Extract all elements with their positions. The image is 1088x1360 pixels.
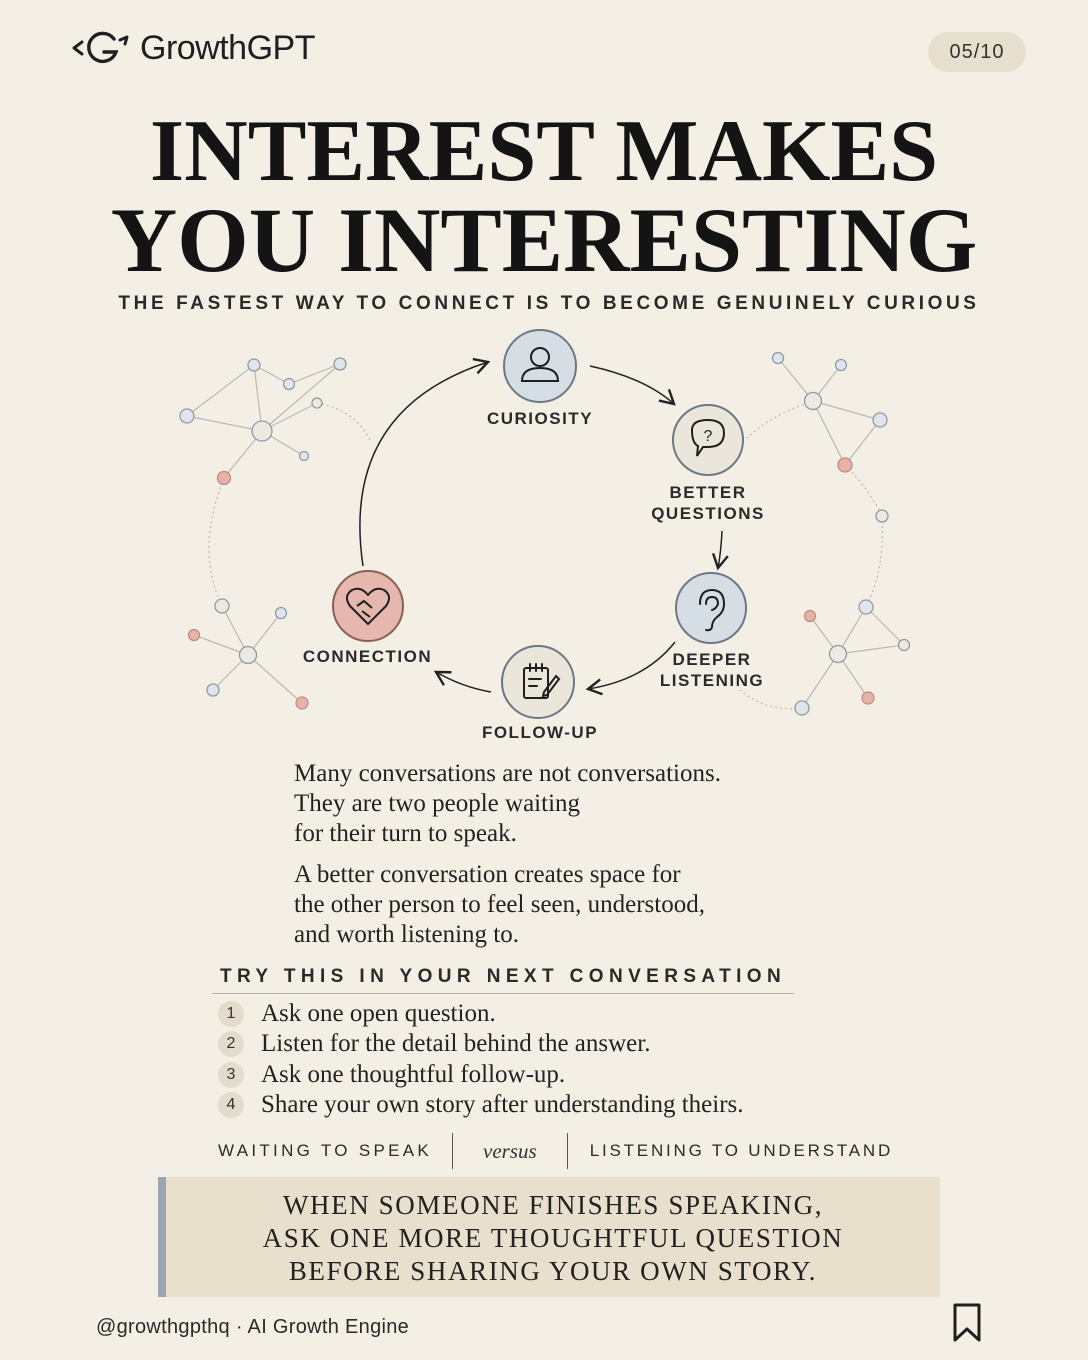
page-subtitle: THE FASTEST WAY TO CONNECT IS TO BECOME … [118, 293, 980, 314]
page-title-line2: YOU INTERESTING [110, 189, 978, 291]
svg-text:?: ? [704, 428, 713, 445]
body-p2-line3: and worth listening to. [294, 921, 519, 948]
callout-line3: BEFORE SHARING YOUR OWN STORY. [288, 1256, 818, 1286]
step-item: 4 Share your own story after understandi… [218, 1091, 744, 1119]
handshake-heart-icon [346, 587, 390, 625]
try-this-divider [212, 993, 794, 994]
step-text: Ask one thoughtful follow-up. [261, 1061, 566, 1088]
callout-line2: ASK ONE MORE THOUGHTFUL QUESTION [262, 1223, 844, 1253]
body-p2-line1: A better conversation creates space for [294, 861, 681, 888]
bookmark-icon[interactable] [952, 1302, 982, 1344]
notepad-icon [523, 663, 561, 699]
label-curiosity: CURIOSITY [486, 409, 594, 428]
body-p2-line2: the other person to feel seen, understoo… [294, 891, 705, 918]
node-connection [332, 570, 404, 642]
page-indicator: 05/10 [928, 32, 1026, 72]
step-number: 2 [218, 1031, 244, 1057]
body-p1-line1: Many conversations are not conversations… [294, 760, 721, 787]
step-text: Listen for the detail behind the answer. [261, 1030, 651, 1057]
step-number: 4 [218, 1092, 244, 1118]
step-number: 1 [218, 1001, 244, 1027]
label-better-questions-line1: BETTER [669, 483, 747, 502]
network-decoration-top-left [186, 363, 371, 607]
body-p1-line2: They are two people waiting [294, 790, 581, 817]
label-deeper-listening: DEEPER LISTENING [642, 649, 782, 691]
node-deeper-listening [675, 572, 747, 644]
step-text: Ask one open question. [261, 1000, 496, 1027]
comparison-right: LISTENING TO UNDERSTAND [589, 1141, 894, 1160]
comparison-left: WAITING TO SPEAK [218, 1141, 433, 1160]
brand-logo: GrowthGPT [70, 28, 315, 68]
label-deeper-listening-line1: DEEPER [672, 650, 752, 669]
callout-line1: WHEN SOMEONE FINISHES SPEAKING, [282, 1190, 824, 1220]
try-this-heading: TRY THIS IN YOUR NEXT CONVERSATION [220, 966, 787, 987]
label-better-questions: BETTER QUESTIONS [638, 482, 778, 524]
node-follow-up [501, 645, 575, 719]
growthgpt-logo-icon [72, 31, 129, 64]
step-item: 2 Listen for the detail behind the answe… [218, 1030, 650, 1058]
person-icon [520, 347, 560, 382]
cycle-diagram: ? [179, 329, 911, 719]
brand-name: GrowthGPT [140, 28, 315, 67]
label-connection: CONNECTION [302, 647, 433, 666]
footer-handle: @growthgpthq · AI Growth Engine [96, 1316, 410, 1338]
comparison-divider [566, 1133, 568, 1169]
comparison-divider [452, 1133, 454, 1169]
comparison-middle: versus [483, 1138, 537, 1163]
step-item: 3 Ask one thoughtful follow-up. [218, 1061, 565, 1089]
comparison-row: WAITING TO SPEAK versus LISTENING TO UND… [218, 1133, 893, 1169]
label-deeper-listening-line2: LISTENING [659, 671, 765, 690]
label-follow-up: FOLLOW-UP [481, 723, 599, 742]
body-paragraph-2: A better conversation creates space for … [294, 860, 814, 950]
question-bubble-icon [690, 418, 726, 457]
step-item: 1 Ask one open question. [218, 1000, 496, 1028]
cycle-arrows [359, 357, 729, 696]
ear-icon [699, 588, 726, 632]
callout-box [158, 1177, 940, 1297]
page-title-line1: INTEREST MAKES [149, 103, 939, 200]
node-curiosity [503, 329, 577, 403]
body-p1-line3: for their turn to speak. [294, 820, 517, 847]
step-number: 3 [218, 1062, 244, 1088]
label-better-questions-line2: QUESTIONS [651, 504, 765, 523]
node-better-questions: ? [672, 404, 744, 476]
step-text: Share your own story after understanding… [261, 1091, 744, 1118]
body-paragraph-1: Many conversations are not conversations… [294, 759, 814, 849]
